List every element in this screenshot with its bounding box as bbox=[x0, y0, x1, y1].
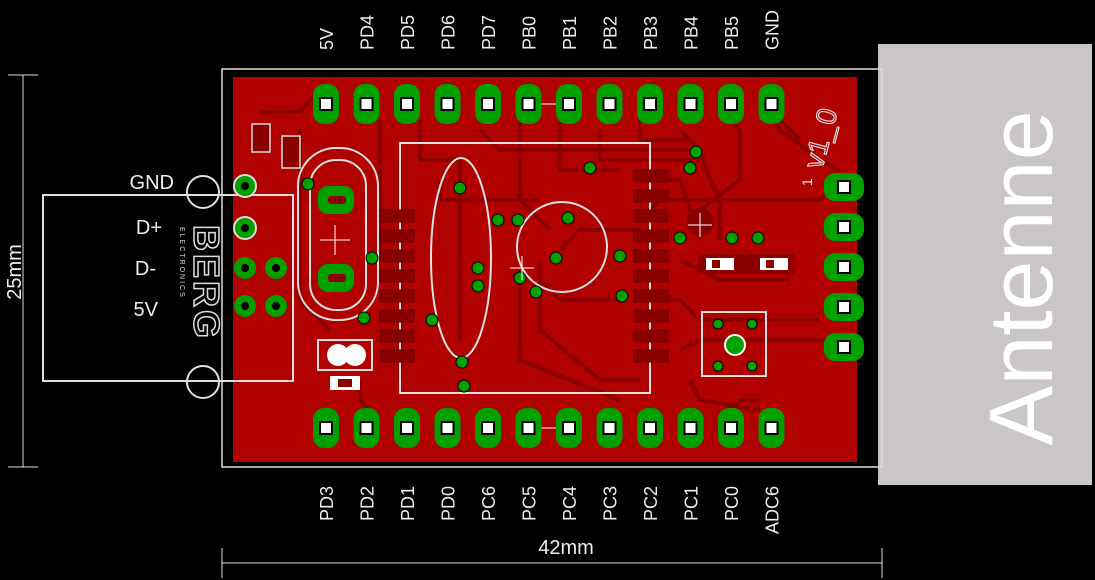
top-pin-label-pd6: PD6 bbox=[439, 15, 459, 50]
berg-logo: BERG ELECTRONICS bbox=[178, 224, 228, 342]
right-header-pin bbox=[824, 173, 864, 201]
right-header-pin bbox=[824, 293, 864, 321]
top-pin-pb3 bbox=[637, 84, 663, 124]
dimension-lines bbox=[8, 74, 883, 578]
bottom-pin-pc4 bbox=[556, 408, 582, 448]
bottom-pin-pc6 bbox=[475, 408, 501, 448]
top-pin-label-pb4: PB4 bbox=[682, 16, 702, 50]
top-pin-pd7 bbox=[475, 84, 501, 124]
bottom-pin-label-pc5: PC5 bbox=[520, 486, 540, 521]
bottom-pin-label-pc6: PC6 bbox=[479, 486, 499, 521]
usb-label-gnd: GND bbox=[130, 172, 174, 194]
usb-pads bbox=[233, 174, 287, 317]
top-pin-pb2 bbox=[596, 84, 623, 124]
bottom-pin-label-pc4: PC4 bbox=[560, 486, 580, 521]
smd-components bbox=[251, 123, 794, 390]
top-pin-pd5 bbox=[394, 84, 420, 124]
bottom-pin-pd0 bbox=[434, 408, 461, 448]
top-pin-label-pd4: PD4 bbox=[358, 15, 378, 50]
top-pin-pd6 bbox=[434, 84, 461, 124]
bottom-pin-label-pc3: PC3 bbox=[601, 486, 621, 521]
bottom-pin-pc0 bbox=[718, 408, 744, 448]
bottom-pin-pc5 bbox=[515, 408, 542, 448]
usb-label-dminus: D- bbox=[135, 258, 156, 280]
bottom-pin-label-pc1: PC1 bbox=[682, 486, 702, 521]
width-dimension-label: 42mm bbox=[538, 537, 594, 559]
svg-text:BERG: BERG bbox=[186, 225, 227, 341]
pin-one-marker: 1 bbox=[799, 178, 815, 186]
bottom-pin-label-pd2: PD2 bbox=[358, 486, 378, 521]
bottom-pin-label-pd0: PD0 bbox=[439, 486, 459, 521]
bottom-pin-label-pd3: PD3 bbox=[317, 486, 337, 521]
top-pin-label-pb2: PB2 bbox=[601, 16, 621, 50]
svg-text:ELECTRONICS: ELECTRONICS bbox=[178, 227, 185, 299]
vias bbox=[301, 145, 765, 393]
top-pin-label-gnd: GND bbox=[763, 10, 783, 50]
top-pin-gnd bbox=[758, 84, 785, 124]
bottom-pin-label-pd1: PD1 bbox=[398, 486, 418, 521]
right-header bbox=[824, 173, 864, 361]
antenna-area bbox=[878, 44, 1092, 485]
silkscreen bbox=[42, 142, 767, 399]
top-pin-label-pb0: PB0 bbox=[520, 16, 540, 50]
top-pin-pb1 bbox=[556, 84, 582, 124]
top-pin-labels: 5V PD4 PD5 PD6 PD7 PB0 PB1 PB2 PB3 PB4 PB5 GND bbox=[317, 10, 783, 50]
board-outline bbox=[221, 68, 883, 468]
top-pin-label-pd7: PD7 bbox=[479, 15, 499, 50]
top-pin-label-pb5: PB5 bbox=[722, 16, 742, 50]
right-header-pin bbox=[824, 213, 864, 241]
top-pin-pd4 bbox=[353, 84, 380, 124]
usb-label-5v: 5V bbox=[134, 299, 159, 321]
usb-label-dplus: D+ bbox=[136, 217, 162, 239]
chip-pads bbox=[379, 169, 669, 363]
top-pin-pb4 bbox=[677, 84, 704, 124]
top-pin-pb5 bbox=[718, 84, 744, 124]
bottom-pin-adc6 bbox=[758, 408, 785, 448]
bottom-pin-labels: PD3 PD2 PD1 PD0 PC6 PC5 PC4 PC3 PC2 PC1 PC0 ADC6 bbox=[317, 486, 783, 534]
top-pin-pb0 bbox=[515, 84, 542, 124]
top-pin-label-5v: 5V bbox=[317, 28, 337, 50]
top-header bbox=[313, 84, 785, 124]
bottom-pin-pd1 bbox=[394, 408, 420, 448]
top-pin-label-pd5: PD5 bbox=[398, 15, 418, 50]
right-header-pin bbox=[824, 253, 864, 281]
bottom-pin-pd3 bbox=[313, 408, 339, 448]
copper-traces bbox=[260, 93, 841, 422]
top-pin-label-pb1: PB1 bbox=[560, 16, 580, 50]
right-header-pin bbox=[824, 333, 864, 361]
height-dimension-label: 25mm bbox=[4, 244, 26, 300]
top-pin-label-pb3: PB3 bbox=[641, 16, 661, 50]
bottom-pin-pc3 bbox=[596, 408, 623, 448]
bottom-pin-pc1 bbox=[677, 408, 704, 448]
bottom-header bbox=[313, 408, 785, 448]
top-pin-5v bbox=[313, 84, 339, 124]
antenna-label: Antenne bbox=[972, 110, 1072, 445]
bottom-pin-label-pc0: PC0 bbox=[722, 486, 742, 521]
bottom-pin-pc2 bbox=[637, 408, 663, 448]
bottom-pin-label-pc2: PC2 bbox=[641, 486, 661, 521]
bottom-pin-label-adc6: ADC6 bbox=[763, 486, 783, 534]
bottom-pin-pd2 bbox=[353, 408, 380, 448]
